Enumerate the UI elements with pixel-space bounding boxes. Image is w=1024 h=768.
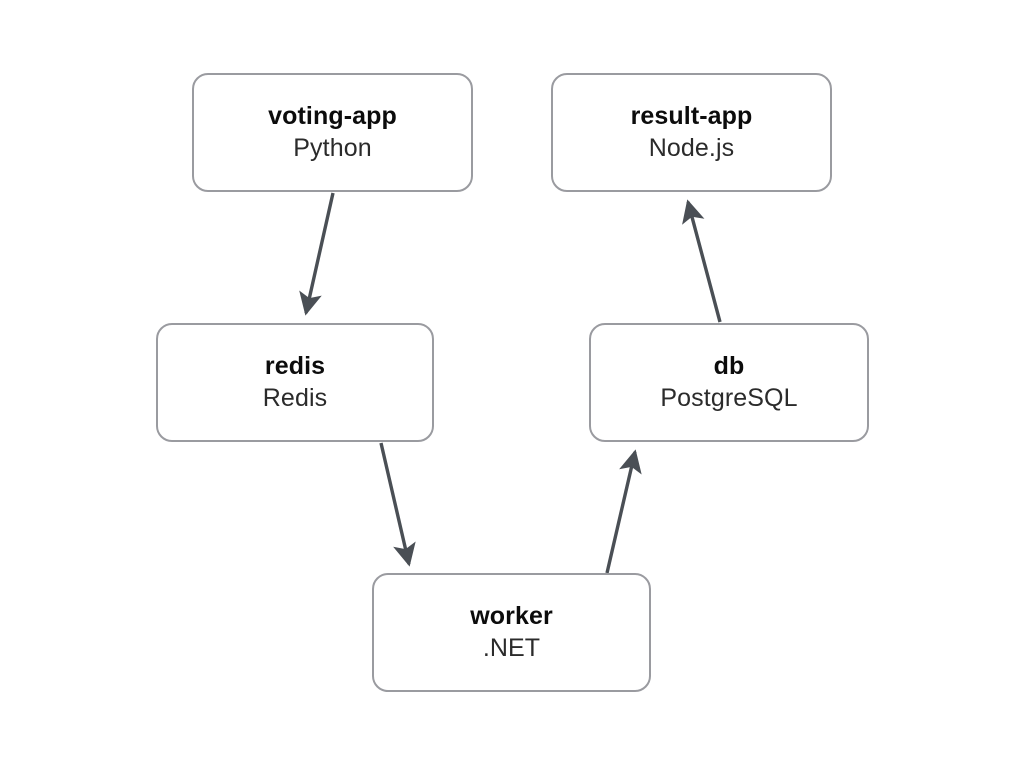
node-subtitle: .NET	[482, 634, 541, 663]
node-title: worker	[470, 601, 553, 630]
edge-redis-to-worker	[379, 442, 416, 567]
node-title: result-app	[630, 101, 753, 130]
node-title: db	[713, 351, 745, 380]
edge-worker-to-db	[605, 449, 642, 574]
node-subtitle: Python	[293, 134, 372, 163]
edge-db-to-result-app	[682, 199, 722, 323]
node-result-app[interactable]: result-app Node.js	[551, 73, 832, 192]
node-subtitle: PostgreSQL	[660, 384, 798, 413]
node-worker[interactable]: worker .NET	[372, 573, 651, 692]
node-redis[interactable]: redis Redis	[156, 323, 434, 442]
node-db[interactable]: db PostgreSQL	[589, 323, 869, 442]
node-subtitle: Node.js	[648, 134, 735, 163]
node-subtitle: Redis	[262, 384, 328, 413]
node-voting-app[interactable]: voting-app Python	[192, 73, 473, 192]
edge-voting-app-to-redis	[299, 192, 335, 316]
node-title: voting-app	[268, 101, 397, 130]
node-title: redis	[264, 351, 326, 380]
